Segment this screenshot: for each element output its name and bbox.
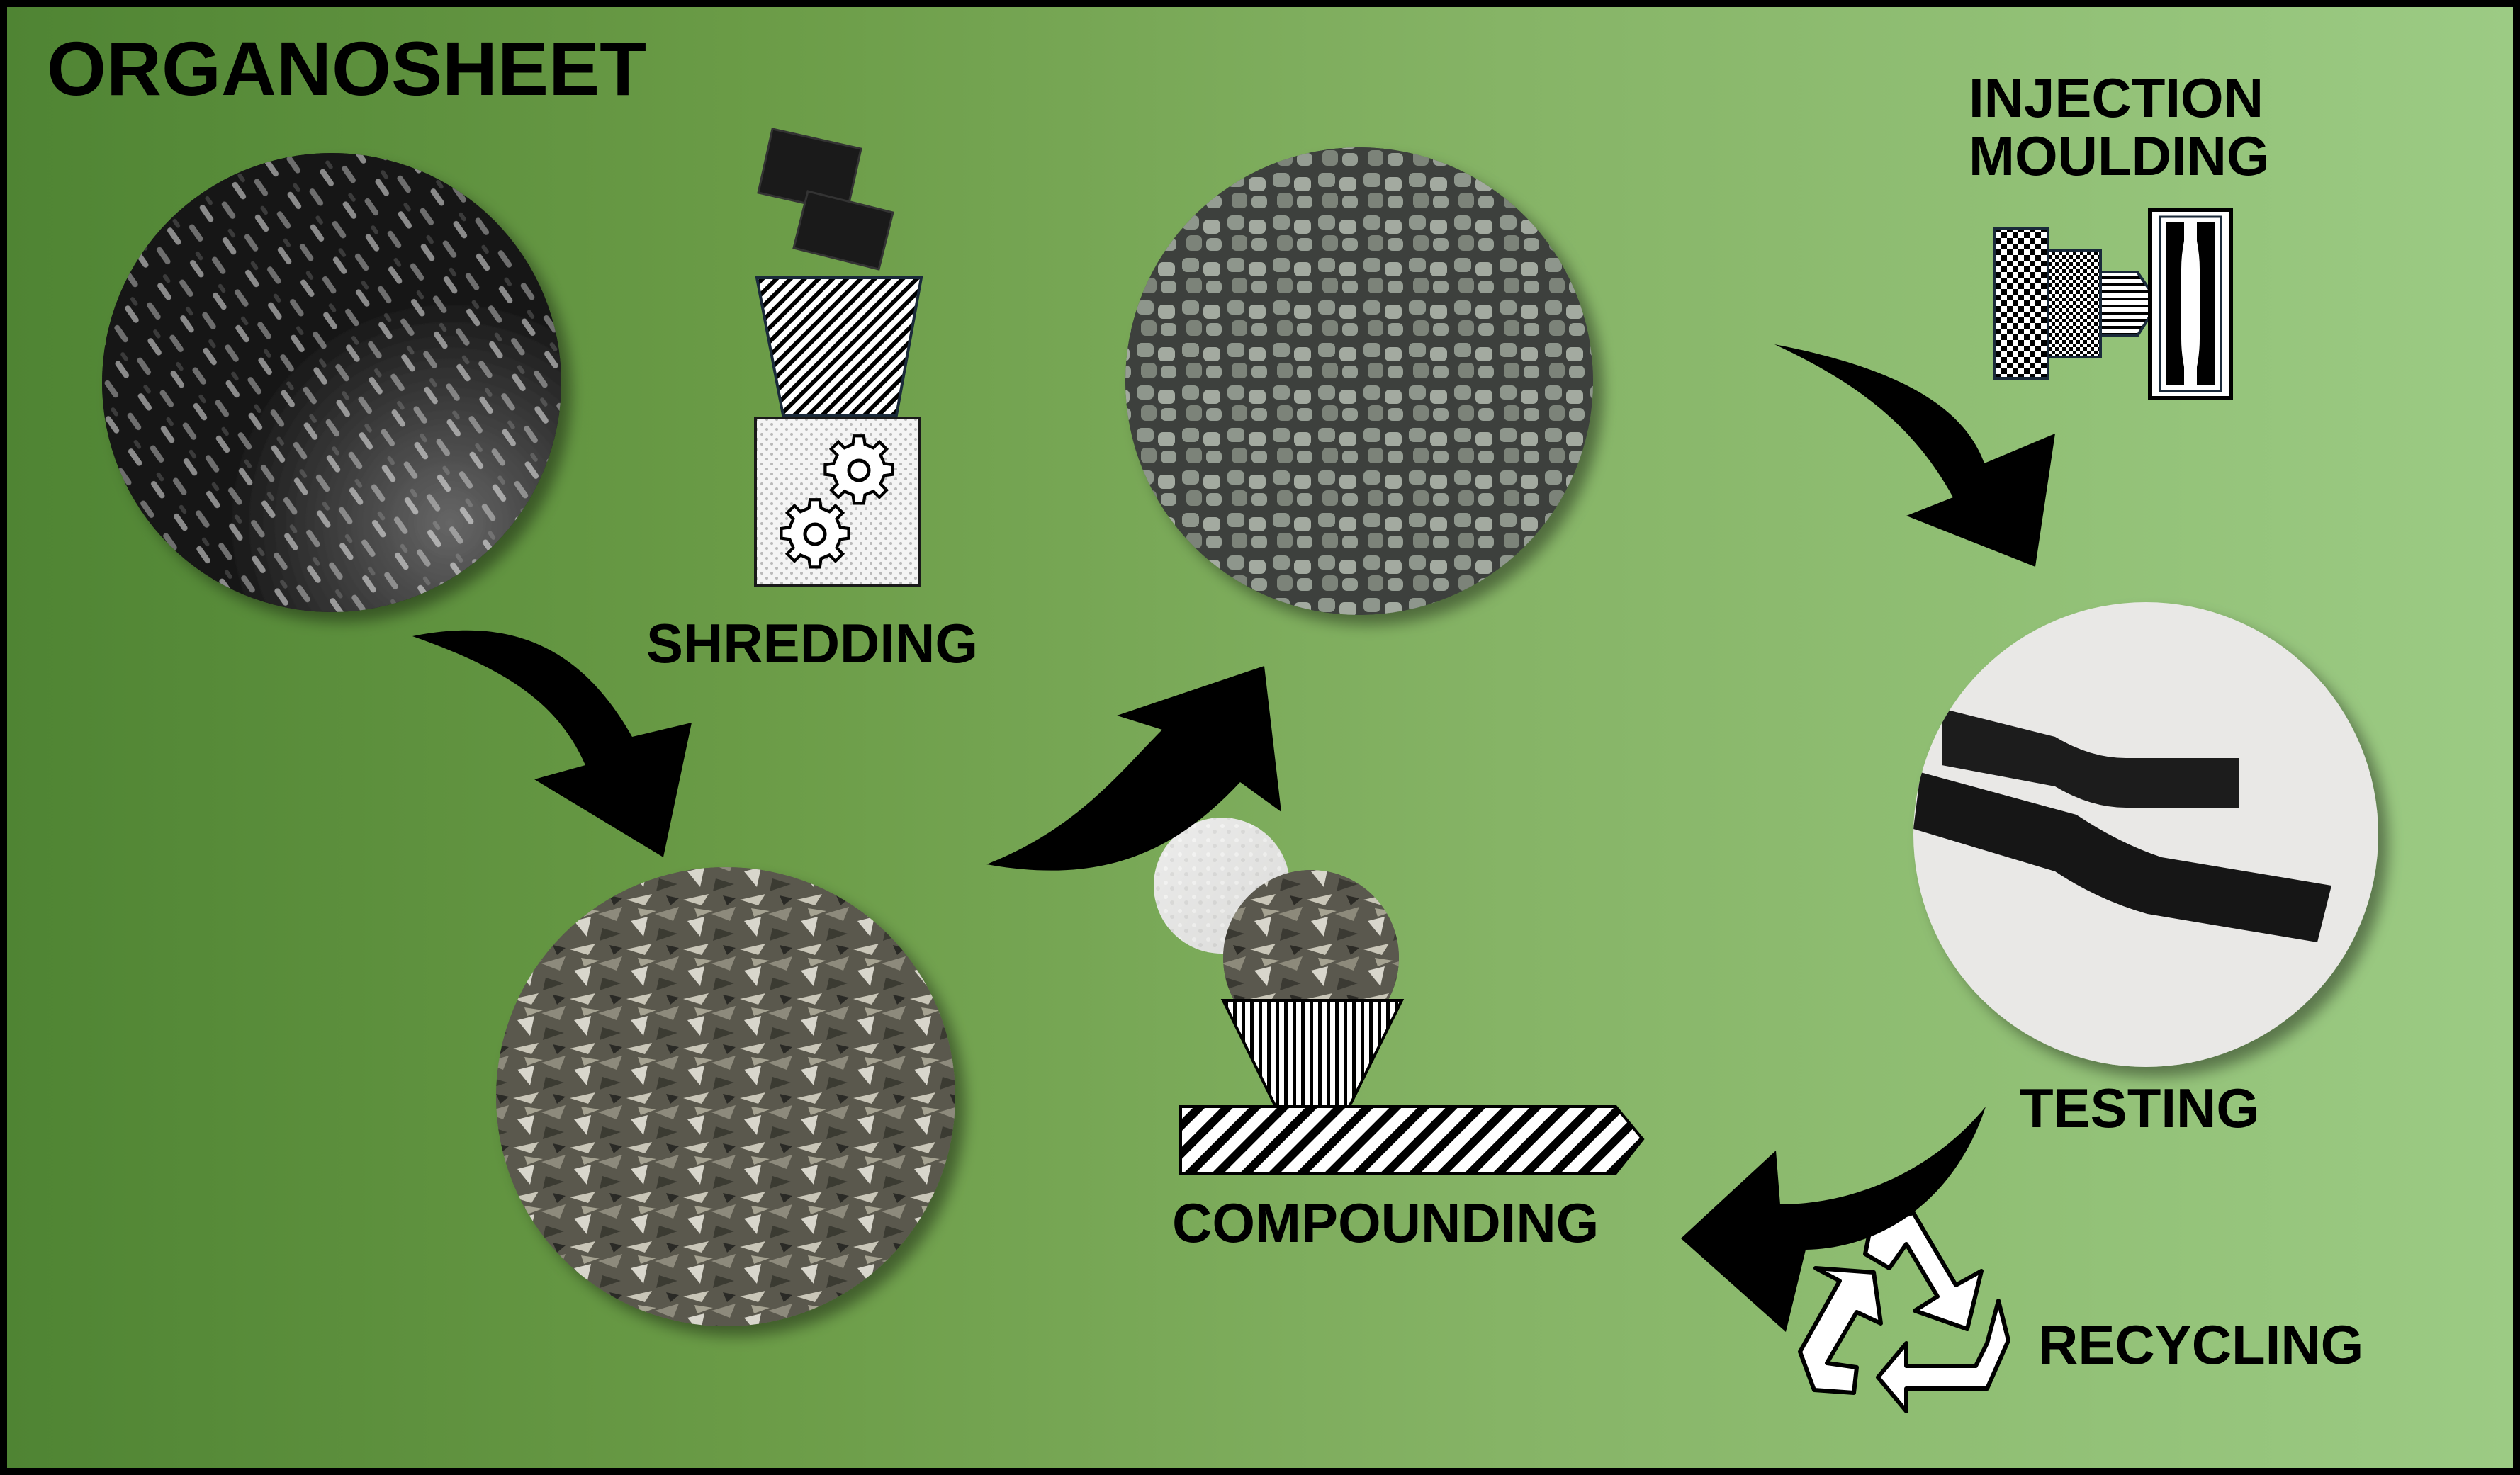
organosheet-label: ORGANOSHEET [47,26,647,111]
testing-label: TESTING [2020,1077,2260,1139]
arrow-compounding-to-pellets [986,666,1281,871]
arrow-organosheet-to-shredded [412,630,692,857]
injection-label-line1: INJECTION [1969,67,2264,129]
organosheet-image [102,153,561,612]
injection-moulding-label: INJECTION MOULDING [1969,69,2270,186]
injection-moulding-icon [1993,208,2233,400]
shredder-gears-icon [754,128,923,587]
shredding-label: SHREDDING [646,612,979,674]
tensile-specimens-image [1913,602,2378,1067]
compounding-label: COMPOUNDING [1172,1192,1599,1254]
recycling-label: RECYCLING [2038,1313,2364,1376]
process-arrows [412,344,2055,1332]
recycling-symbol-icon [1798,1211,2010,1413]
compounding-extruder-icon [1154,818,1645,1175]
arrow-pellets-to-testing [1774,344,2055,567]
granulate-pellets-image [1125,147,1593,615]
injection-label-line2: MOULDING [1969,124,2270,187]
arrow-testing-to-compounding [1681,1107,1986,1332]
shredded-material-image [496,867,955,1326]
